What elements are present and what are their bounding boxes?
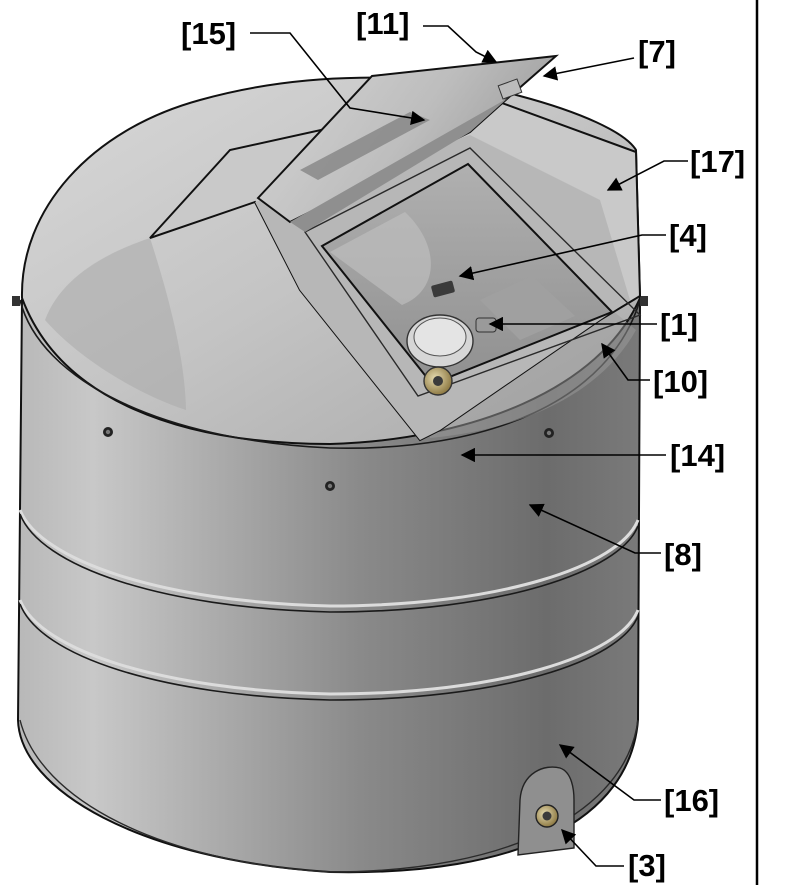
leader-4 [458, 234, 666, 281]
callout-15: [15] [181, 16, 236, 51]
leader-16 [558, 744, 661, 801]
leader-3 [561, 828, 624, 867]
tank-body [16, 299, 642, 874]
leader-10 [601, 342, 650, 381]
leader-15 [250, 32, 426, 126]
callout-16: [16] [664, 783, 719, 818]
callout-11: [11] [356, 6, 409, 41]
leader-7 [542, 57, 635, 81]
open-lid [256, 54, 560, 232]
callout-10: [10] [653, 364, 708, 399]
callout-7: [7] [638, 34, 676, 69]
outlet-boss [517, 766, 575, 856]
leader-lines [250, 25, 688, 867]
callout-4: [4] [669, 218, 707, 253]
callout-3: [3] [628, 848, 666, 883]
body-ribs [18, 509, 640, 701]
callouts: [15] [11] [7] [17] [4] [1] [10] [14] [8]… [181, 6, 745, 883]
leader-17 [606, 160, 688, 191]
callout-1: [1] [660, 307, 698, 342]
callout-8: [8] [664, 537, 702, 572]
seam-bolts [12, 296, 648, 491]
leader-8 [528, 503, 661, 554]
leader-11 [423, 25, 498, 63]
callout-17: [17] [690, 144, 745, 179]
callout-14: [14] [670, 438, 725, 473]
